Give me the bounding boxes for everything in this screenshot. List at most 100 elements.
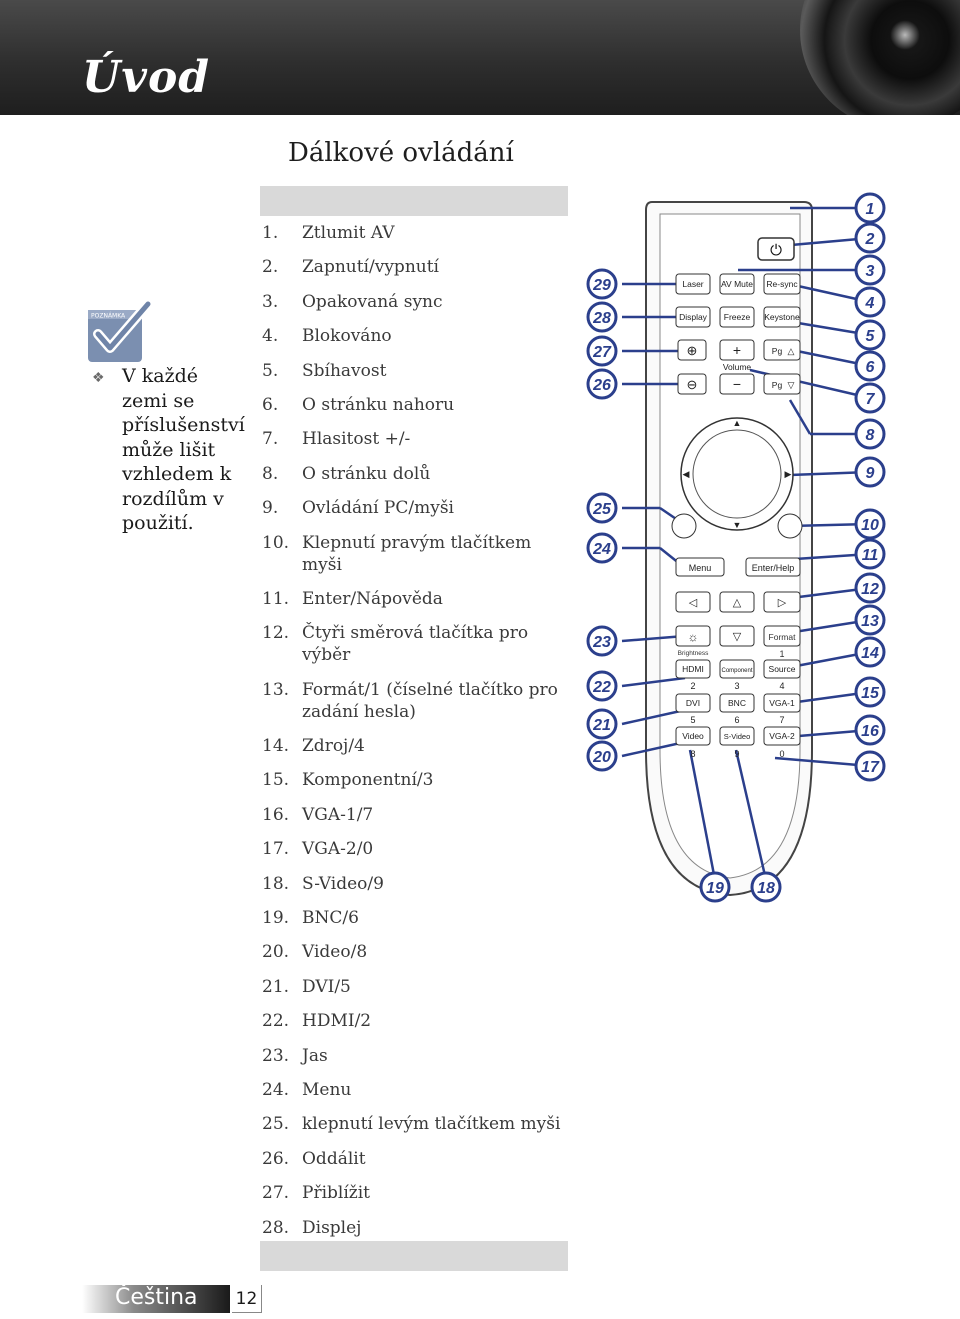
callout-number: 19	[706, 880, 724, 897]
list-item: 22. HDMI/2	[262, 1010, 572, 1032]
footer-language: Čeština	[115, 1285, 198, 1310]
list-item-text: Zapnutí/vypnutí	[302, 257, 439, 278]
page-down-label: Pg	[772, 380, 783, 390]
number-9: 9	[734, 749, 739, 759]
list-item-text: O stránku dolů	[302, 463, 431, 484]
list-item-text: Zdroj/4	[302, 736, 365, 757]
list-item: 5.Sbíhavost	[262, 360, 572, 382]
list-item-number: 4.	[262, 326, 279, 347]
svideo-button-label: S-Video	[724, 732, 751, 741]
number-8: 8	[690, 749, 695, 759]
callout-number: 13	[861, 613, 879, 630]
list-item-number: 1.	[262, 223, 279, 243]
list-item: 4. Blokováno	[262, 325, 572, 347]
zoom-in-icon: ⊕	[687, 343, 698, 358]
callout-badge	[854, 192, 886, 224]
list-item-number: 26.	[262, 1148, 290, 1169]
list-item-number: 5.	[262, 360, 279, 381]
enter-help-button-label: Enter/Help	[752, 563, 795, 573]
callout-number: 15	[861, 685, 880, 702]
power-button	[757, 237, 795, 261]
footer-language-tab	[82, 1285, 230, 1313]
list-item-text: Přiblížit	[302, 1183, 370, 1204]
list-item-number: 20.	[262, 942, 290, 963]
chapter-header: Úvod	[0, 0, 960, 115]
list-item-number: 16.	[262, 804, 290, 825]
number-7: 7	[779, 715, 784, 725]
left-click-button	[671, 513, 697, 539]
laser-button-label: Laser	[682, 279, 703, 289]
list-item-text: Enter/Nápověda	[302, 588, 443, 609]
list-item: 12.Čtyři směrová tlačítka pro výběr	[262, 622, 572, 666]
lens-glow	[890, 20, 920, 50]
list-item-number: 23.	[262, 1045, 290, 1066]
callout-badge	[750, 871, 782, 903]
list-footer-bar	[260, 1241, 568, 1271]
callout-number: 22	[592, 679, 611, 696]
callout-badge	[854, 319, 886, 351]
callout-badge	[586, 740, 618, 772]
callout-badge	[699, 871, 731, 903]
diamond-bullet-icon: ❖	[92, 370, 105, 386]
callout-badge	[854, 714, 886, 746]
remote-control-diagram: ⏻ Laser AV Mute Re-sync Display Freeze K…	[586, 192, 886, 903]
list-item-text: HDMI/2	[302, 1011, 372, 1032]
list-item-number: 6.	[262, 394, 279, 415]
component-button-label: Component	[721, 668, 752, 674]
number-3: 3	[734, 681, 739, 691]
callout-number: 8	[866, 427, 875, 444]
callout-badge	[586, 670, 618, 702]
callout-badge	[586, 335, 618, 367]
list-item-number: 24.	[262, 1079, 290, 1100]
note-text: V každé zemi se příslušenství může lišit…	[122, 365, 245, 534]
note-box: ❖ V každé zemi se příslušenství může liš…	[92, 364, 245, 536]
callout-number: 29	[592, 277, 611, 294]
list-item-text: VGA-2/0	[302, 839, 374, 860]
list-item-text: Blokováno	[302, 326, 392, 347]
list-item: 18.S-Video/9	[262, 873, 572, 895]
list-item-number: 22.	[262, 1011, 290, 1032]
list-item: 17. VGA-2/0	[262, 838, 572, 860]
callout-badge	[854, 676, 886, 708]
list-item-text: VGA-1/7	[302, 804, 374, 825]
list-item: 15. Komponentní/3	[262, 769, 572, 791]
list-item-text: S-Video/9	[302, 873, 384, 894]
brightness-icon: ☼	[688, 630, 699, 644]
chapter-title: Úvod	[82, 52, 211, 103]
callout-badge	[854, 750, 886, 782]
callout-number: 5	[866, 328, 876, 345]
callout-badge	[854, 286, 886, 318]
callout-badge	[854, 604, 886, 636]
list-item-text: klepnutí levým tlačítkem myši	[302, 1114, 561, 1135]
vga1-button-label: VGA-1	[769, 698, 795, 708]
list-item-text: O stránku nahoru	[302, 394, 455, 415]
arrow-left-icon: ◁	[689, 597, 698, 609]
list-item-text: Komponentní/3	[302, 770, 434, 791]
callout-badge	[586, 268, 618, 300]
callout-badge	[854, 572, 886, 604]
page-up-icon: △	[788, 346, 795, 356]
list-item-text: Video/8	[302, 942, 368, 963]
zoom-out-icon: ⊖	[687, 377, 698, 392]
list-item-number: 17.	[262, 839, 290, 860]
number-0: 0	[779, 749, 784, 759]
power-icon: ⏻	[770, 242, 782, 259]
list-item-number: 15.	[262, 770, 290, 791]
list-item-text: Formát/1 (číselné tlačítko pro zadání he…	[302, 679, 558, 722]
callout-badge	[586, 708, 618, 740]
list-item: 25.klepnutí levým tlačítkem myši	[262, 1113, 572, 1135]
pad-down-icon: ▼	[733, 520, 742, 530]
callout-number: 28	[592, 310, 611, 327]
list-item: 2.Zapnutí/vypnutí	[262, 256, 572, 278]
list-item: 10.Klepnutí pravým tlačítkem myši	[262, 532, 572, 576]
list-item: 16. VGA-1/7	[262, 804, 572, 826]
list-item: 14.Zdroj/4	[262, 735, 572, 757]
pad-up-icon: ▲	[733, 418, 742, 428]
callout-number: 3	[866, 263, 875, 280]
list-item: 7.Hlasitost +/-	[262, 428, 572, 450]
callout-number: 7	[866, 391, 876, 408]
av-mute-button-label: AV Mute	[721, 279, 753, 289]
callout-badge	[854, 636, 886, 668]
format-number: 1	[779, 649, 784, 659]
